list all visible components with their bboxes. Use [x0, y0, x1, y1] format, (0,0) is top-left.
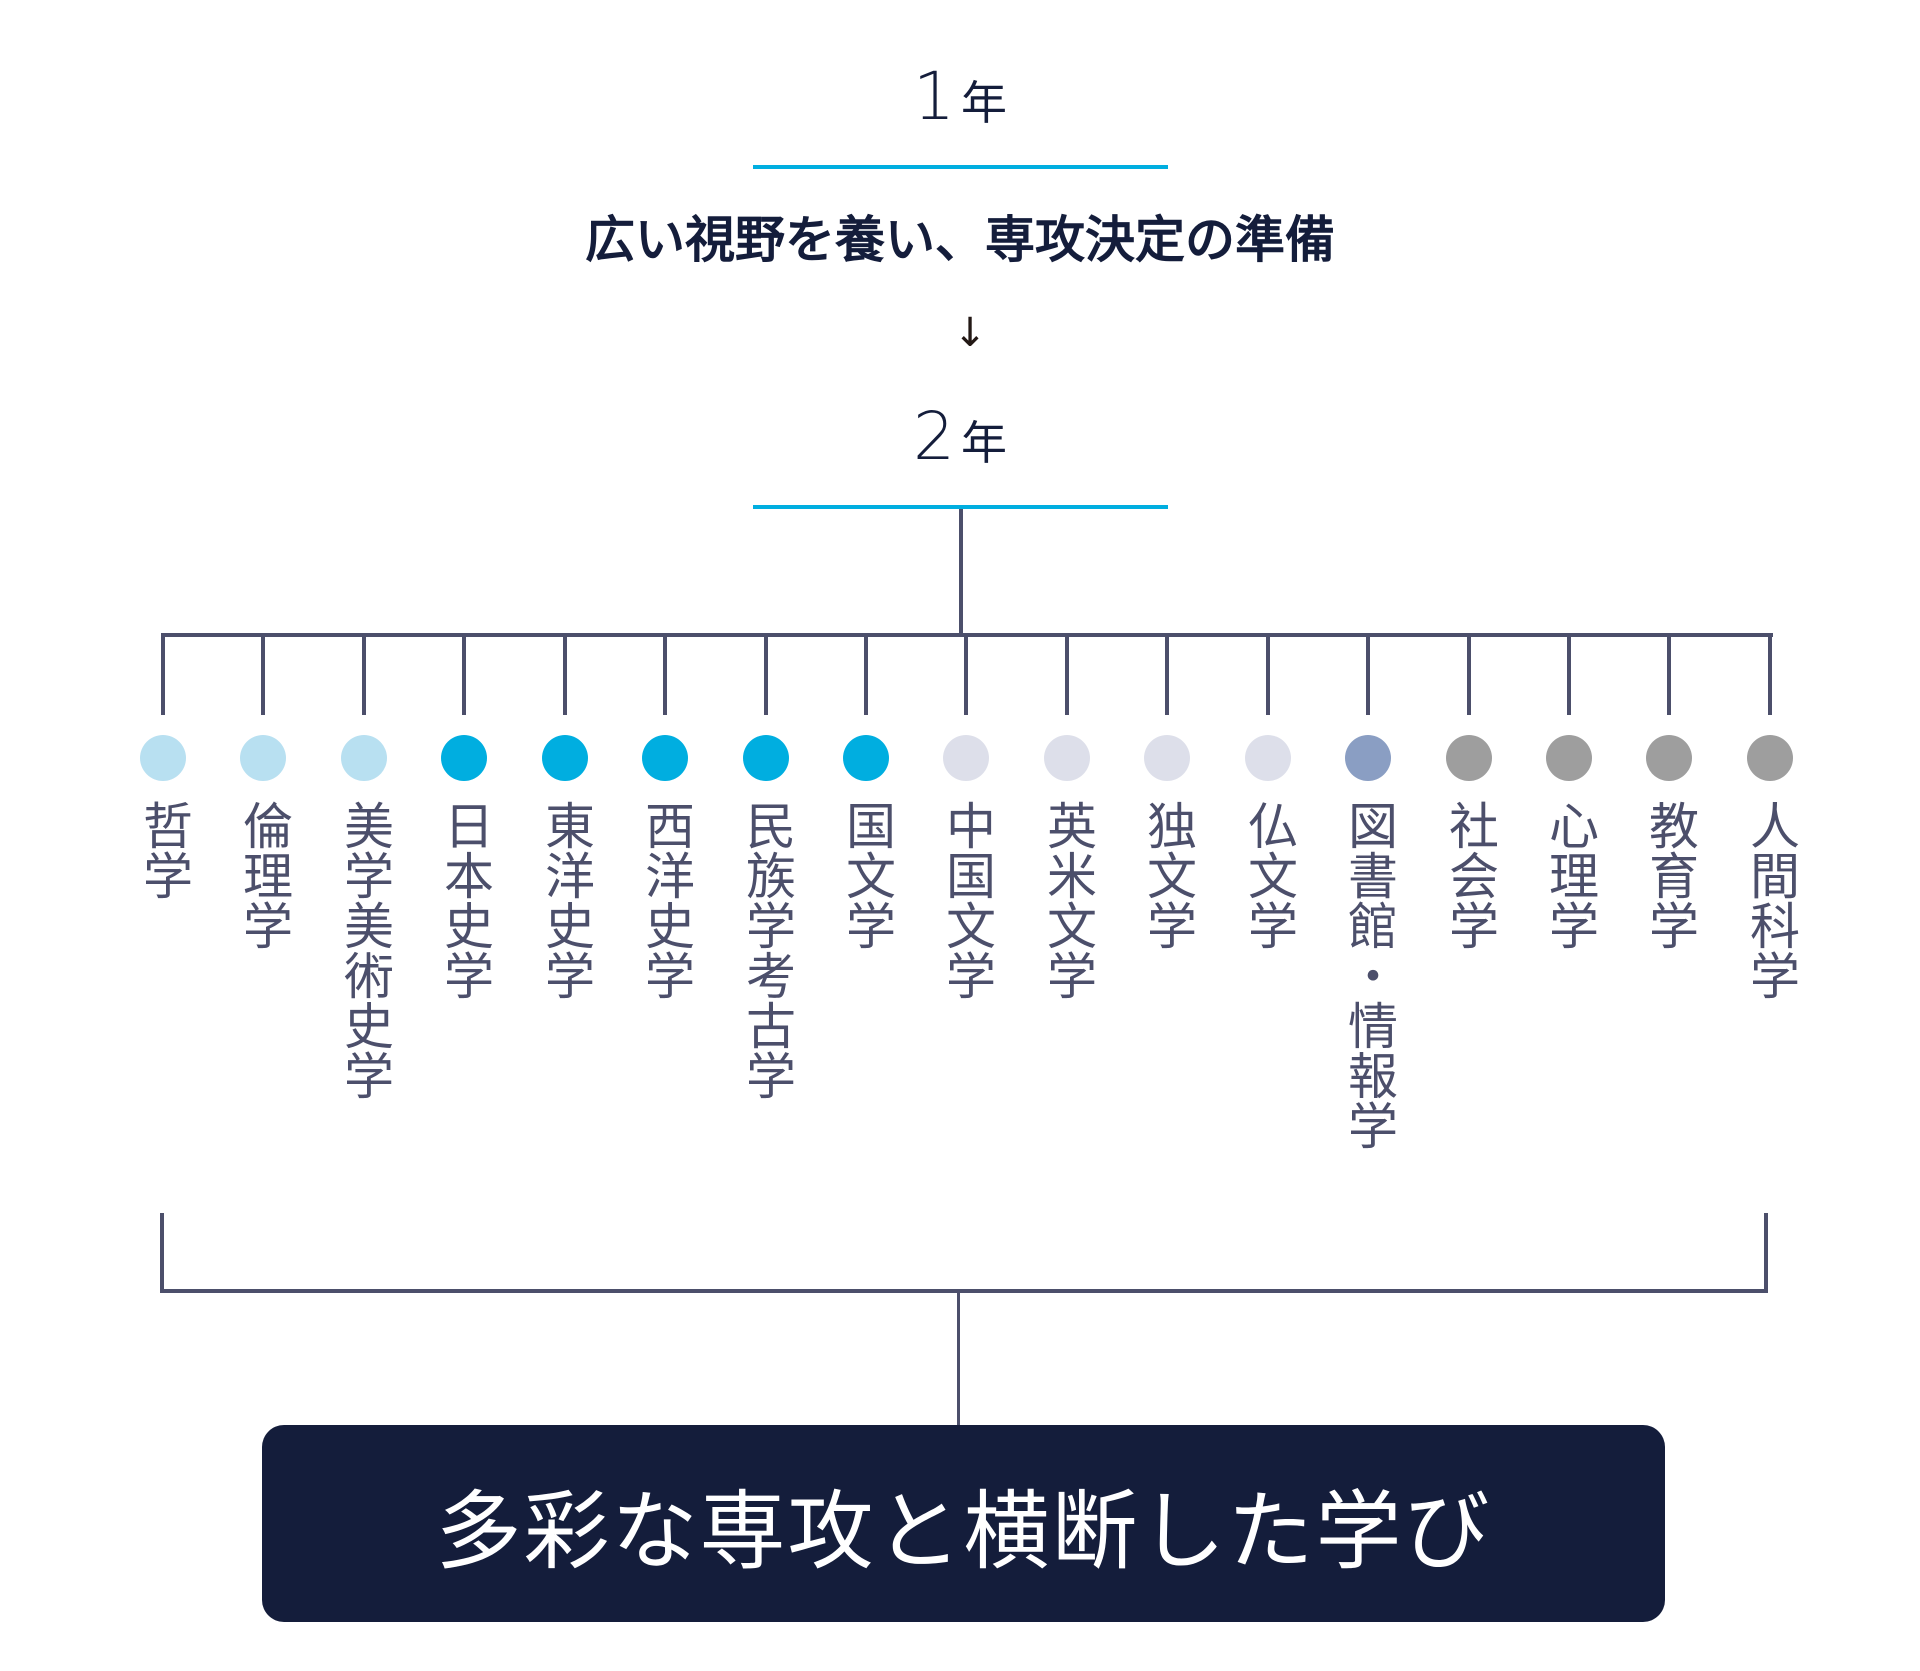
- bracket-bar: [160, 1289, 1768, 1293]
- major-dot-icon: [1245, 735, 1291, 781]
- year1-number: 1: [913, 58, 955, 135]
- major-dot-icon: [1646, 735, 1692, 781]
- bracket-right-connector: [1764, 1213, 1768, 1293]
- branch-drop: [1065, 633, 1069, 715]
- branch-drop: [1467, 633, 1471, 715]
- branch-drop: [764, 633, 768, 715]
- major-label: 独文学: [1139, 800, 1197, 950]
- down-arrow-icon: ↓: [953, 310, 987, 356]
- summary-box: 多彩な専攻と横断した学び: [262, 1425, 1665, 1622]
- bracket-stem-connector: [957, 1293, 960, 1426]
- major-dot-icon: [1345, 735, 1391, 781]
- major-dot-icon: [1044, 735, 1090, 781]
- branch-drop: [663, 633, 667, 715]
- major-dot-icon: [240, 735, 286, 781]
- major-label: 中国文学: [938, 800, 996, 1000]
- major-dot-icon: [1747, 735, 1793, 781]
- major-dot-icon: [140, 735, 186, 781]
- branch-drop: [864, 633, 868, 715]
- summary-box-label: 多彩な専攻と横断した学び: [435, 1482, 1492, 1582]
- branch-drop: [563, 633, 567, 715]
- major-label: 美学美術史学: [336, 800, 394, 1100]
- major-label: 東洋史学: [537, 800, 595, 1000]
- major-dot-icon: [542, 735, 588, 781]
- branch-drop: [1667, 633, 1671, 715]
- branch-drop: [362, 633, 366, 715]
- branch-drop: [261, 633, 265, 715]
- major-label: 民族学考古学: [738, 800, 796, 1100]
- major-label: 仏文学: [1240, 800, 1298, 950]
- branch-drop: [462, 633, 466, 715]
- branch-drop: [1567, 633, 1571, 715]
- major-label: 教育学: [1641, 800, 1699, 950]
- major-label: 倫理学: [235, 800, 293, 950]
- major-label: 人間科学: [1742, 800, 1800, 1000]
- branch-drop: [964, 633, 968, 715]
- major-dot-icon: [1546, 735, 1592, 781]
- major-label: 英米文学: [1039, 800, 1097, 1000]
- major-label: 哲学: [135, 800, 193, 900]
- bracket-left-connector: [160, 1213, 164, 1293]
- year2-number: 2: [913, 398, 955, 475]
- major-label: 社会学: [1441, 800, 1499, 950]
- trunk-connector: [959, 509, 963, 636]
- major-dot-icon: [341, 735, 387, 781]
- year2-underline: [753, 505, 1168, 509]
- branch-drop: [1266, 633, 1270, 715]
- major-label: 図書館・情報学: [1340, 800, 1398, 1150]
- major-dot-icon: [441, 735, 487, 781]
- major-dot-icon: [1144, 735, 1190, 781]
- year1-subtitle: 広い視野を養い、専攻決定の準備: [585, 211, 1335, 269]
- branch-drop: [1165, 633, 1169, 715]
- major-dot-icon: [743, 735, 789, 781]
- year2-unit: 年: [961, 416, 1007, 470]
- major-label: 心理学: [1541, 800, 1599, 950]
- major-dot-icon: [943, 735, 989, 781]
- major-dot-icon: [1446, 735, 1492, 781]
- major-dot-icon: [642, 735, 688, 781]
- branch-drop: [1768, 633, 1772, 715]
- branch-drop: [1366, 633, 1370, 715]
- major-label: 国文学: [838, 800, 896, 950]
- major-label: 日本史学: [436, 800, 494, 1000]
- year1-underline: [753, 165, 1168, 169]
- major-dot-icon: [843, 735, 889, 781]
- branch-drop: [161, 633, 165, 715]
- major-label: 西洋史学: [637, 800, 695, 1000]
- year1-unit: 年: [961, 76, 1007, 130]
